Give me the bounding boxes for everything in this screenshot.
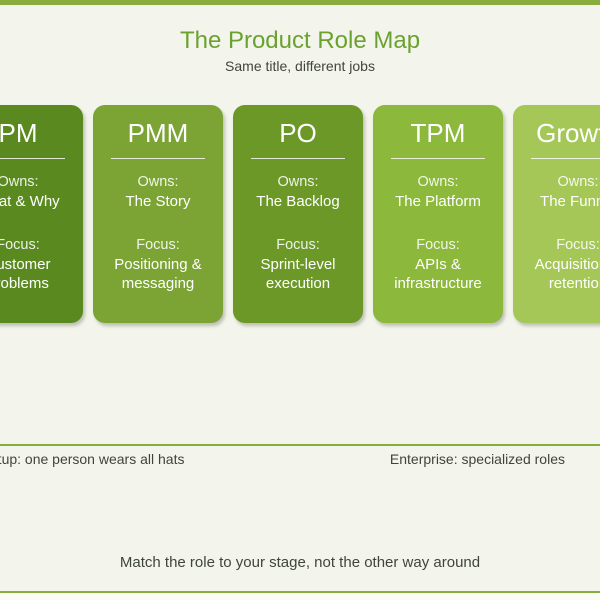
footer-quote: Match the role to your stage, not the ot… — [119, 554, 481, 571]
bottom-accent-line — [0, 591, 600, 593]
focus-label: Focus: — [136, 237, 180, 253]
owns-value: The Platform — [395, 193, 481, 210]
owns-value: The Funnel — [540, 193, 600, 210]
card-divider — [0, 158, 65, 159]
spectrum-divider-line — [0, 444, 600, 446]
card-divider — [391, 158, 485, 159]
role-cards-row: PM Owns: What & Why Focus: Customer prob… — [0, 105, 600, 323]
focus-label: Focus: — [276, 237, 320, 253]
page-subtitle: Same title, different jobs — [225, 58, 375, 74]
role-card-title: Growth — [536, 118, 600, 148]
role-card-pmm: PMM Owns: The Story Focus: Positioning &… — [93, 105, 223, 323]
top-accent-bar — [0, 0, 600, 5]
page-title: The Product Role Map — [179, 27, 421, 54]
focus-value: Customer problems — [0, 256, 51, 292]
card-divider — [251, 158, 345, 159]
role-card-title: PO — [279, 118, 317, 148]
role-card-title: PM — [0, 118, 38, 148]
role-card-title: TPM — [410, 118, 466, 148]
focus-label: Focus: — [0, 237, 40, 253]
role-card-po: PO Owns: The Backlog Focus: Sprint-level… — [233, 105, 363, 323]
focus-label: Focus: — [416, 237, 460, 253]
owns-label: Owns: — [557, 174, 599, 190]
role-card-title: PMM — [127, 118, 189, 148]
role-card-growth: Growth Owns: The Funnel Focus: Acquisiti… — [513, 105, 600, 323]
owns-value: The Story — [125, 193, 191, 210]
footer-strip — [0, 593, 600, 600]
card-divider — [111, 158, 205, 159]
owns-label: Owns: — [417, 174, 459, 190]
enterprise-spectrum-label: Enterprise: specialized roles — [389, 451, 565, 467]
focus-value: APIs & infrastructure — [394, 256, 482, 292]
role-card-pm: PM Owns: What & Why Focus: Customer prob… — [0, 105, 83, 323]
focus-label: Focus: — [556, 237, 600, 253]
owns-value: The Backlog — [256, 193, 340, 210]
owns-label: Owns: — [277, 174, 319, 190]
owns-label: Owns: — [137, 174, 179, 190]
owns-label: Owns: — [0, 174, 39, 190]
focus-value: Positioning & messaging — [114, 256, 202, 292]
role-card-tpm: TPM Owns: The Platform Focus: APIs & inf… — [373, 105, 503, 323]
startup-spectrum-label: Startup: one person wears all hats — [0, 451, 185, 467]
focus-value: Sprint-level execution — [260, 256, 336, 292]
focus-value: Acquisition & retention — [534, 256, 600, 292]
owns-value: What & Why — [0, 193, 60, 210]
card-divider — [531, 158, 600, 159]
